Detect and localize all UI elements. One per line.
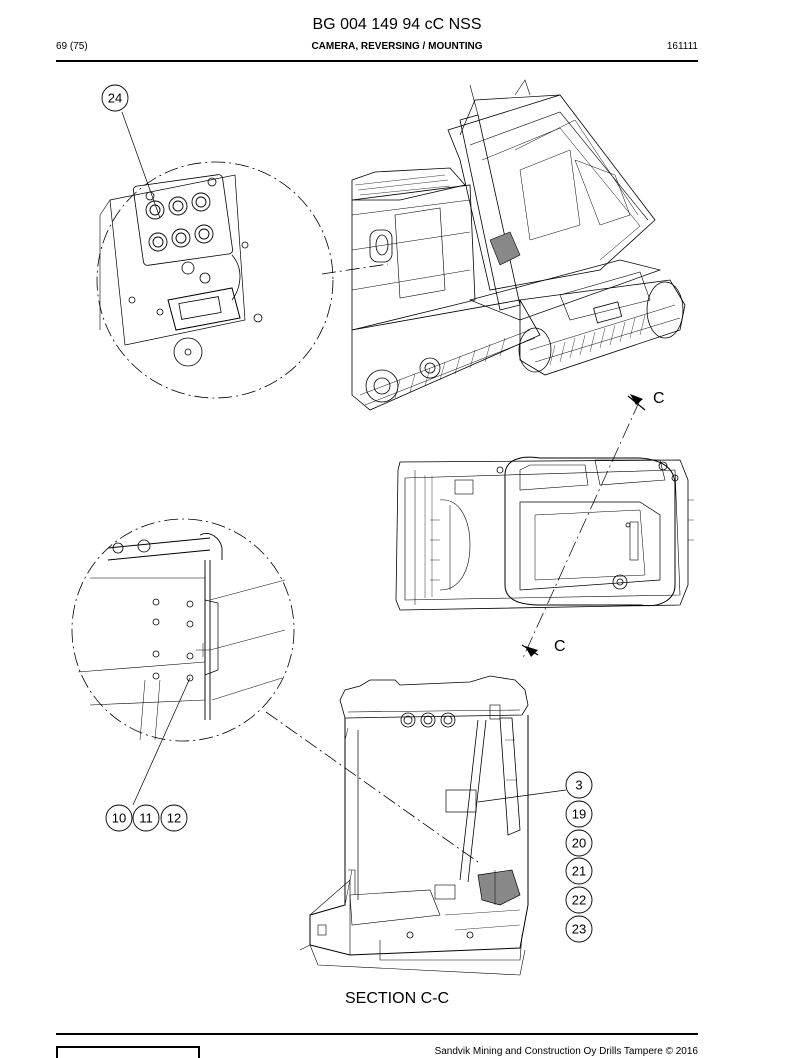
callout-19: 19 [572,807,586,822]
callout-22: 22 [572,893,586,908]
section-marker-bottom: C [554,638,566,655]
callout-3: 3 [575,778,582,793]
header-rule [56,60,698,62]
company-logo [56,1046,200,1058]
callout-21: 21 [572,864,586,879]
section-marker-top: C [653,390,665,407]
callout-20: 20 [572,836,586,851]
section-label: SECTION C-C [345,990,449,1007]
footer-rule [56,1033,698,1035]
callout-23: 23 [572,922,586,937]
machine-top-view [395,456,694,611]
footer-copyright: Sandvik Mining and Construction Oy Drill… [434,1046,698,1057]
callout-12: 12 [167,811,181,826]
page-number: 69 (75) [56,41,88,52]
section-c-c-view [299,675,529,976]
callout-10: 10 [112,811,126,826]
detail-bracket [71,518,295,742]
callout-24: 24 [108,91,122,106]
section-line-c-c [521,394,646,661]
detail-junction-box [96,161,334,399]
callout-11: 11 [139,811,153,826]
machine-isometric-view [351,79,686,411]
document-title: BG 004 149 94 cC NSS [312,16,482,33]
leader-lines [121,111,567,806]
section-title: CAMERA, REVERSING / MOUNTING [311,41,483,52]
document-date-code: 161111 [666,41,698,52]
